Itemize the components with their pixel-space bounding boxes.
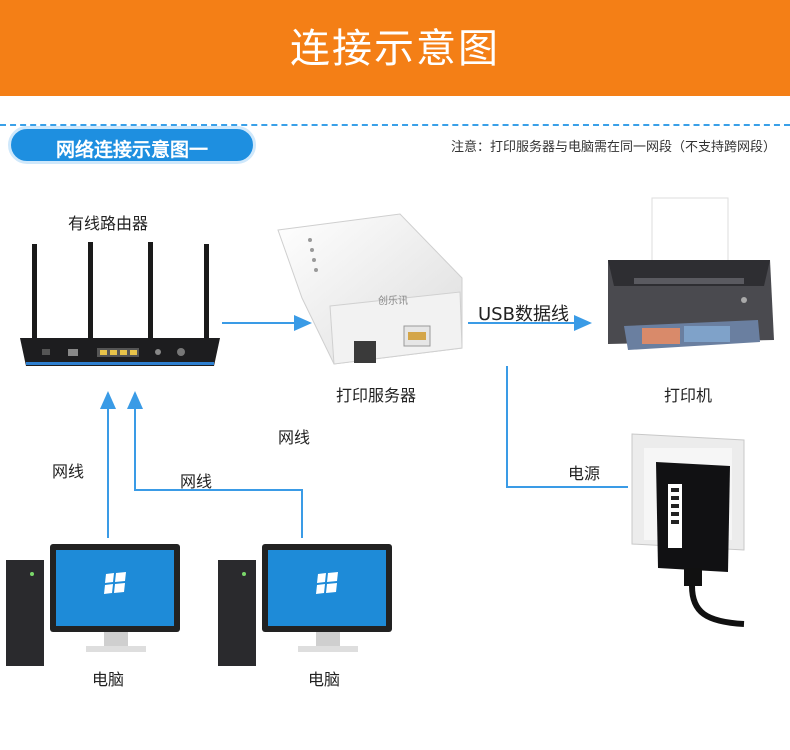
print-server-icon: 创乐讯 — [272, 208, 472, 368]
pc2-label: 电脑 — [308, 666, 340, 690]
print-server-brand: 创乐讯 — [378, 294, 408, 307]
printer-label: 打印机 — [664, 382, 712, 406]
power-label: 电源 — [568, 460, 600, 484]
pc1-cable-label: 网线 — [52, 458, 84, 482]
pc2-cable-line — [135, 393, 302, 538]
pc1-icon — [6, 536, 192, 666]
print-server-label: 打印服务器 — [336, 382, 416, 406]
pc2-icon — [218, 536, 404, 666]
network-cable-label: 网线 — [278, 424, 310, 448]
printer-icon — [594, 190, 780, 366]
router-label: 有线路由器 — [68, 210, 148, 234]
router-icon — [18, 238, 228, 370]
usb-cable-label: USB数据线 — [478, 300, 569, 326]
pc1-label: 电脑 — [92, 666, 124, 690]
pc2-cable-label: 网线 — [180, 468, 212, 492]
power-adapter-icon — [626, 432, 750, 632]
